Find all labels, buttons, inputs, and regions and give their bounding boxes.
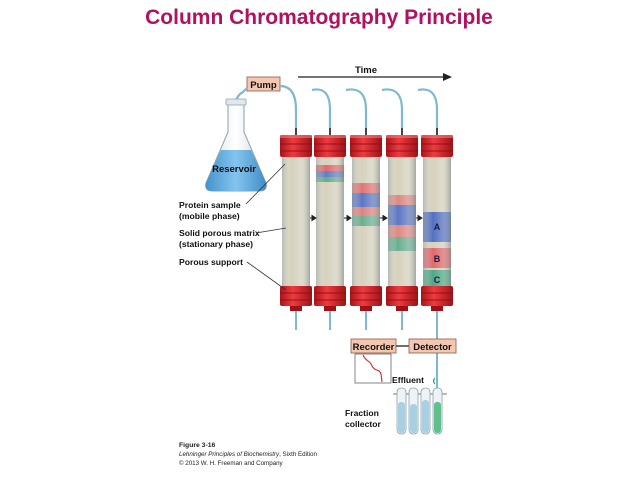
column-3 (350, 128, 382, 330)
band-b-label: B (434, 254, 441, 264)
progress-arrows (310, 214, 423, 222)
recorder-box: Recorder (350, 338, 397, 354)
recorder-label: Recorder (353, 342, 395, 353)
band-a-label: A (434, 222, 441, 232)
detector-label: Detector (413, 342, 452, 353)
fraction-label: Fraction (345, 408, 379, 418)
effluent-label: Effluent (392, 375, 424, 385)
inlet-tubing (234, 84, 439, 128)
protein-sample-label: Protein sample (179, 200, 241, 210)
column-1 (280, 128, 312, 330)
fraction-collector: Fraction collector (345, 387, 447, 435)
caption-edition: , Sixth Edition (279, 451, 317, 458)
left-labels: Protein sample (mobile phase) Solid poro… (179, 163, 287, 291)
reservoir-label: Reservoir (212, 164, 256, 175)
detector-box: Detector (408, 338, 457, 354)
recorder-paper (354, 353, 392, 384)
collector-label: collector (345, 419, 381, 429)
solid-matrix-label: Solid porous matrix (179, 228, 260, 238)
caption-book-line: Lehninger Principles of Biochemistry, Si… (179, 451, 317, 458)
column-4 (386, 128, 418, 330)
caption-book: Lehninger Principles of Biochemistry (179, 451, 280, 458)
column-5: A B C (421, 128, 453, 395)
reservoir-flask: Reservoir (205, 98, 267, 192)
mobile-phase-label: (mobile phase) (179, 211, 240, 221)
figure-caption: Figure 3-16 Lehninger Principles of Bioc… (179, 442, 317, 467)
pump-box: Pump (246, 76, 281, 92)
pump-label: Pump (250, 80, 277, 91)
effluent-drop (432, 377, 436, 385)
band-c-label: C (434, 275, 441, 285)
time-arrow (298, 73, 452, 81)
slide-title: Column Chromatography Principle (145, 6, 493, 29)
time-label: Time (355, 65, 377, 76)
column-2 (314, 128, 346, 330)
stationary-phase-label: (stationary phase) (179, 239, 253, 249)
porous-support-label: Porous support (179, 257, 243, 267)
caption-copyright: © 2013 W. H. Freeman and Company (179, 460, 284, 467)
figure-number: Figure 3-16 (179, 442, 215, 449)
